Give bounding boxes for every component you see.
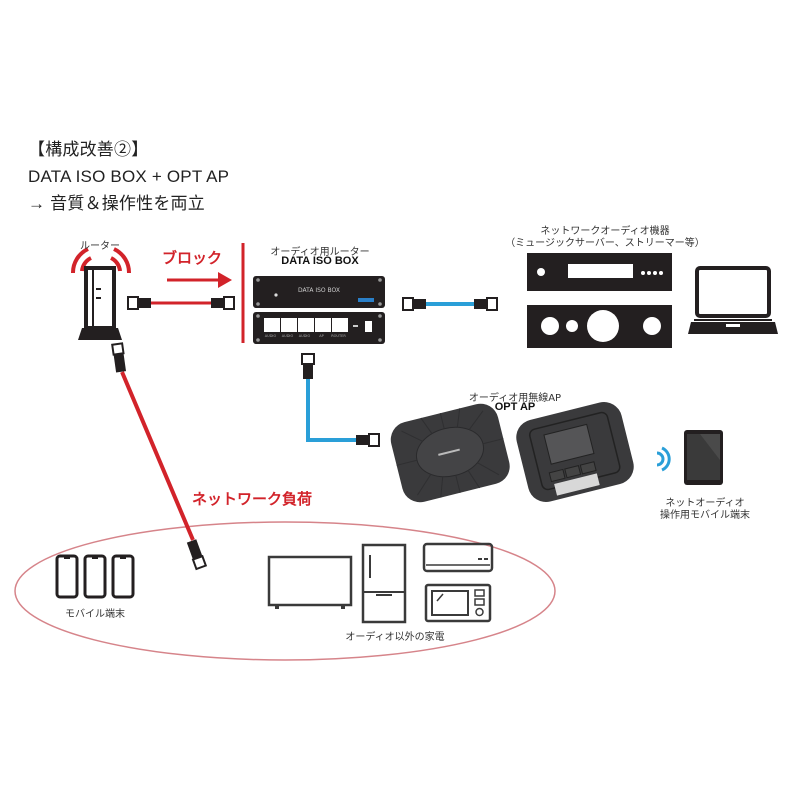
lan-cable-blue-horizontal <box>402 297 498 311</box>
data-iso-box-name: DATA ISO BOX <box>281 255 359 267</box>
lan-cable-red-diagonal <box>111 342 208 571</box>
laptop-icon <box>688 266 778 334</box>
streamer-icon <box>527 253 672 291</box>
port-label: ROUTER <box>331 334 346 338</box>
title-block: 【構成改善②】 DATA ISO BOX + OPT AP → 音質＆操作性を両… <box>28 136 229 217</box>
router-label: ルーター <box>80 241 120 252</box>
air-conditioner-icon <box>422 542 494 573</box>
wifi-signal-icon <box>656 446 671 472</box>
mobile-phones-icon <box>55 554 135 599</box>
tv-icon <box>267 555 353 609</box>
tablet-label-1: ネットオーディオ <box>665 498 745 509</box>
opt-ap-label: オーディオ用無線AP <box>468 393 562 404</box>
port-label: AP <box>319 334 324 338</box>
opt-ap-top-icon <box>390 403 510 503</box>
lan-cable-blue-l-shaped <box>301 353 380 447</box>
port-label: AUDIO <box>264 334 277 338</box>
title-line-1: 【構成改善②】 <box>28 140 149 159</box>
opt-ap-bottom-icon <box>516 402 634 502</box>
port-label: AUDIO <box>298 334 311 338</box>
network-audio-label-2: （ミュージックサーバー、ストリーマー等） <box>505 238 705 249</box>
router-icon <box>70 247 132 340</box>
data-iso-box-front <box>253 276 385 308</box>
data-iso-box-back <box>253 312 385 344</box>
amplifier-icon <box>527 305 672 348</box>
network-load-ellipse <box>14 521 556 661</box>
data-iso-box-port-labels: AUDIO AUDIO AUDIO AP ROUTER <box>262 334 352 338</box>
refrigerator-icon <box>361 543 407 624</box>
tablet-label-2: 操作用モバイル端末 <box>660 510 750 521</box>
opt-ap-name: OPT AP <box>494 401 536 413</box>
tablet-icon <box>684 430 723 485</box>
port-label: AUDIO <box>281 334 294 338</box>
block-label: ブロック <box>162 249 223 267</box>
mobile-label: モバイル端末 <box>65 609 125 620</box>
microwave-icon <box>424 583 492 623</box>
title-line-2: DATA ISO BOX + OPT AP <box>28 167 230 186</box>
block-arrow-icon <box>167 272 232 288</box>
network-load-label: ネットワーク負荷 <box>192 490 313 508</box>
data-iso-box-panel-text: DATA ISO BOX <box>297 287 341 294</box>
data-iso-box-label: オーディオ用ルーター <box>270 247 370 258</box>
appliances-label: オーディオ以外の家電 <box>345 632 445 643</box>
network-audio-label-1: ネットワークオーディオ機器 <box>540 226 670 237</box>
lan-cable-red-horizontal <box>127 296 235 310</box>
title-line-3: → 音質＆操作性を両立 <box>28 194 205 213</box>
